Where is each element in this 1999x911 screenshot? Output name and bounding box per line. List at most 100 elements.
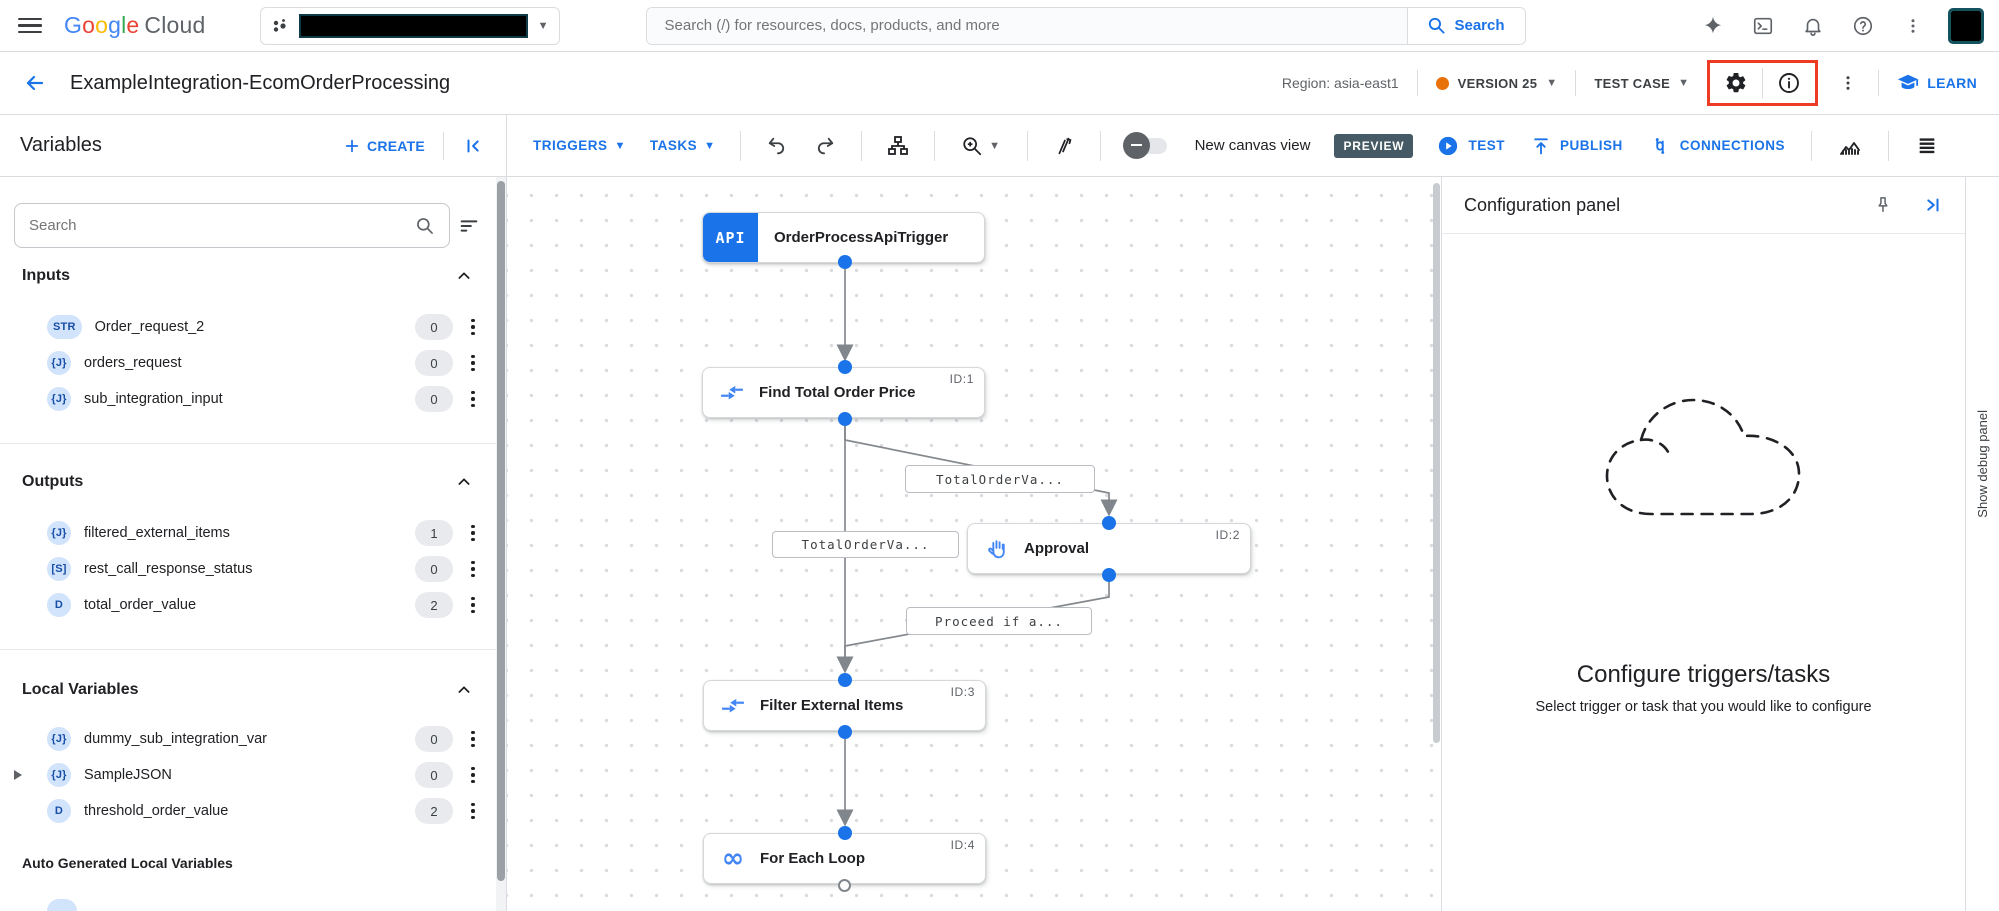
more-vertical-icon[interactable]: [464, 730, 482, 748]
variable-name: total_order_value: [84, 597, 197, 613]
new-canvas-toggle[interactable]: [1122, 131, 1167, 159]
gemini-icon[interactable]: [1701, 14, 1725, 38]
menu-icon[interactable]: [18, 14, 42, 38]
learn-button[interactable]: LEARN: [1897, 72, 1977, 94]
node-filter-external-items[interactable]: Filter External Items ID:3: [703, 680, 986, 731]
notifications-icon[interactable]: [1801, 14, 1825, 38]
more-vertical-icon[interactable]: [464, 390, 482, 408]
connections-button[interactable]: CONNECTIONS: [1649, 135, 1785, 157]
toggle-thumb: [1122, 131, 1150, 159]
variable-row[interactable]: {J} sub_integration_input 0: [0, 381, 482, 417]
logs-icon[interactable]: [1915, 134, 1939, 158]
node-approval[interactable]: Approval ID:2: [967, 523, 1251, 574]
back-arrow-icon[interactable]: [22, 70, 48, 96]
undo-icon[interactable]: [765, 134, 789, 158]
more-vertical-icon[interactable]: [464, 318, 482, 336]
more-vertical-icon[interactable]: [464, 596, 482, 614]
section-header-outputs[interactable]: Outputs: [22, 473, 472, 491]
settings-gear-icon[interactable]: [1724, 71, 1748, 95]
redo-icon[interactable]: [813, 134, 837, 158]
variable-row[interactable]: {J} filtered_external_items 1: [0, 515, 482, 551]
chevron-down-icon: ▼: [1678, 77, 1690, 89]
sort-icon[interactable]: [458, 215, 480, 237]
tasks-dropdown[interactable]: TASKS▼: [650, 138, 716, 153]
connector-dot[interactable]: [838, 360, 852, 374]
variable-row[interactable]: {J} dummy_sub_integration_var 0: [0, 721, 482, 757]
search-button[interactable]: Search: [1406, 7, 1525, 44]
variable-row[interactable]: D total_order_value 2: [0, 587, 482, 623]
usage-count-badge: 0: [415, 386, 453, 412]
variables-search: [14, 203, 450, 248]
usage-count-badge: 2: [415, 592, 453, 618]
variable-row[interactable]: {J} orders_request 0: [0, 345, 482, 381]
connector-dot[interactable]: [1102, 568, 1116, 582]
global-search-input[interactable]: [646, 7, 1407, 44]
version-dropdown[interactable]: VERSION 25 ▼: [1435, 76, 1558, 91]
connector-dot[interactable]: [838, 725, 852, 739]
connector-dot[interactable]: [838, 412, 852, 426]
connector-dot[interactable]: [1102, 516, 1116, 530]
usage-count-badge: 0: [415, 556, 453, 582]
more-vertical-icon[interactable]: [1901, 14, 1925, 38]
variable-row[interactable]: D threshold_order_value 2: [0, 793, 482, 829]
metrics-icon[interactable]: [1838, 134, 1862, 158]
expand-arrow-icon[interactable]: [14, 770, 22, 780]
edge-label[interactable]: TotalOrderVa...: [905, 465, 1095, 493]
zoom-control[interactable]: ▼: [959, 134, 1003, 158]
more-vertical-icon[interactable]: [464, 802, 482, 820]
chevron-up-icon: [458, 272, 470, 279]
connector-dot[interactable]: [838, 673, 852, 687]
triggers-dropdown[interactable]: TRIGGERS▼: [533, 138, 626, 153]
more-vertical-icon[interactable]: [464, 524, 482, 542]
variable-row[interactable]: [S] rest_call_response_status 0: [0, 551, 482, 587]
help-icon[interactable]: [1851, 14, 1875, 38]
variables-panel-title: Variables: [20, 134, 102, 156]
variable-row[interactable]: STR Order_request_2 0: [0, 309, 482, 345]
pin-icon[interactable]: [1873, 195, 1893, 215]
more-vertical-icon[interactable]: [464, 560, 482, 578]
edit-canvas-icon[interactable]: [1052, 134, 1076, 158]
info-icon[interactable]: [1777, 71, 1801, 95]
test-button[interactable]: TEST: [1437, 135, 1505, 157]
create-variable-button[interactable]: CREATE: [344, 138, 425, 154]
sidebar-scrollbar[interactable]: [496, 177, 506, 911]
usage-count-badge: 2: [415, 798, 453, 824]
collapse-panel-right-icon[interactable]: [1921, 194, 1943, 216]
node-title: Filter External Items: [760, 697, 904, 714]
section-header-inputs[interactable]: Inputs: [22, 267, 472, 285]
section-header-local-variables[interactable]: Local Variables: [22, 681, 472, 699]
node-order-process-api-trigger[interactable]: API OrderProcessApiTrigger: [702, 212, 985, 263]
variable-name: sub_integration_input: [84, 391, 223, 407]
test-label: TEST: [1468, 138, 1505, 153]
variable-row[interactable]: {J} SampleJSON 0: [0, 757, 482, 793]
edge-label[interactable]: TotalOrderVa...: [772, 531, 959, 558]
cloud-shell-icon[interactable]: [1751, 14, 1775, 38]
variable-name: orders_request: [84, 355, 182, 371]
open-connector-port[interactable]: [838, 879, 851, 892]
node-for-each-loop[interactable]: ∞ For Each Loop ID:4: [703, 833, 986, 884]
integration-canvas[interactable]: API OrderProcessApiTrigger Find Total Or…: [507, 177, 1441, 911]
connector-dot[interactable]: [838, 255, 852, 269]
publish-button[interactable]: PUBLISH: [1531, 136, 1623, 156]
project-picker[interactable]: ▼: [259, 6, 560, 45]
edge-label[interactable]: Proceed if a...: [906, 607, 1092, 635]
variables-search-input[interactable]: [29, 217, 415, 234]
type-badge: D: [47, 593, 71, 617]
search-icon: [417, 217, 433, 234]
config-empty-subtitle: Select trigger or task that you would li…: [1535, 699, 1872, 715]
more-vertical-icon[interactable]: [464, 766, 482, 784]
more-vertical-icon[interactable]: [1836, 71, 1860, 95]
debug-strip: Show debug panel: [1965, 177, 1999, 911]
show-debug-panel-button[interactable]: Show debug panel: [1975, 410, 1990, 518]
chevron-down-icon: ▼: [537, 19, 549, 32]
collapse-variables-panel-icon[interactable]: [462, 134, 486, 158]
test-case-dropdown[interactable]: TEST CASE ▼: [1594, 76, 1689, 91]
more-vertical-icon[interactable]: [464, 354, 482, 372]
node-find-total-order-price[interactable]: Find Total Order Price ID:1: [702, 367, 985, 418]
connector-dot[interactable]: [838, 826, 852, 840]
canvas-scrollbar[interactable]: [1433, 183, 1440, 743]
auto-layout-icon[interactable]: [886, 134, 910, 158]
avatar[interactable]: [1948, 7, 1984, 44]
